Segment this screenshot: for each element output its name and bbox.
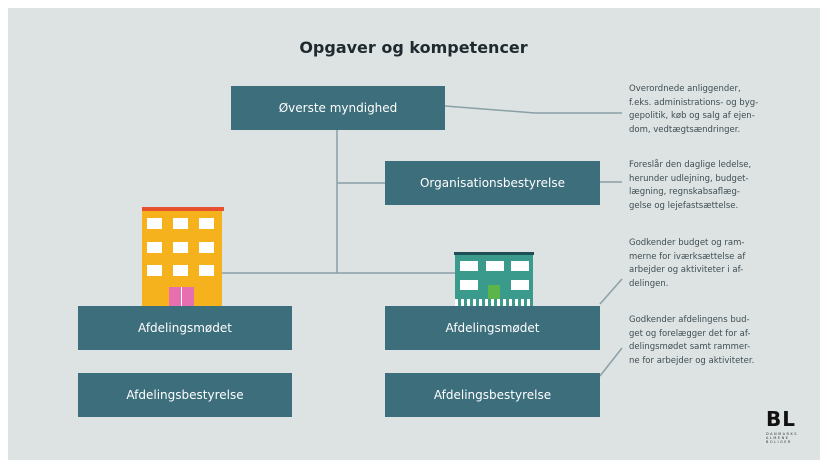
dept-meeting-right-box: Afdelingsmødet — [385, 306, 600, 350]
window — [199, 265, 214, 276]
bl-logo: BL DANMARKS ALMENE BOLIGER — [766, 409, 798, 445]
dept-board-description: Godkender afdelingens bud- get og forelæ… — [629, 315, 755, 366]
dept-meeting-left-box: Afdelingsmødet — [78, 306, 292, 350]
balcony-railing — [455, 299, 533, 307]
roof-trim — [454, 252, 534, 255]
window — [147, 265, 162, 276]
window — [511, 280, 529, 290]
bl-logo-subtitle: DANMARKS ALMENE BOLIGER — [766, 432, 799, 445]
window — [173, 265, 188, 276]
top-authority-box: Øverste myndighed — [231, 86, 445, 130]
diagram-title: Opgaver og kompetencer — [299, 38, 528, 57]
org-board-description: Foreslår den daglige ledelse, herunder u… — [629, 160, 752, 211]
window — [511, 261, 529, 271]
window — [460, 280, 478, 290]
dept-meeting-pointer — [599, 278, 623, 305]
top-authority-pointer — [444, 105, 622, 114]
window — [147, 242, 162, 253]
dept-board-pointer — [599, 347, 623, 377]
window — [199, 242, 214, 253]
bl-logo-mark: BL — [766, 407, 796, 431]
door-split — [181, 287, 182, 307]
window — [486, 261, 504, 271]
org-board-box: Organisationsbestyrelse — [385, 161, 600, 205]
window — [460, 261, 478, 271]
top-authority-description: Overordnede anliggender, f.eks. administ… — [629, 84, 759, 135]
dept-board-left-box: Afdelingsbestyrelse — [78, 373, 292, 417]
window — [173, 242, 188, 253]
window — [173, 218, 188, 229]
window — [147, 218, 162, 229]
roof-trim — [142, 207, 224, 211]
door — [488, 285, 500, 301]
dept-meeting-description: Godkender budget og ram- merne for iværk… — [629, 238, 746, 289]
dept-board-right-box: Afdelingsbestyrelse — [385, 373, 600, 417]
window — [199, 218, 214, 229]
